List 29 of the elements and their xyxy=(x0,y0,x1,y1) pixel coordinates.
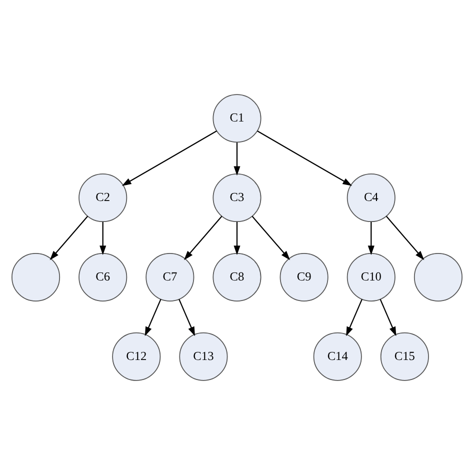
node-circle: C10 xyxy=(346,252,396,301)
node-circle: C7 xyxy=(146,252,194,301)
node-circle xyxy=(414,252,462,301)
arrow xyxy=(122,130,217,186)
node-circle xyxy=(12,252,60,301)
arrow xyxy=(50,215,88,260)
node-circle: C8 xyxy=(212,252,262,301)
node-circle: C14 xyxy=(313,332,362,380)
node-circle: C4 xyxy=(346,173,396,222)
arrow xyxy=(386,215,424,260)
arrow xyxy=(252,215,290,260)
arrow xyxy=(380,298,396,336)
arrow xyxy=(234,221,240,255)
arrow xyxy=(100,221,106,255)
node-circle: C2 xyxy=(78,173,128,222)
node-circle: C9 xyxy=(280,252,328,301)
node-circle: C6 xyxy=(78,252,128,301)
node-circle: C3 xyxy=(212,173,262,222)
arrow xyxy=(368,221,374,255)
arrow xyxy=(234,142,240,176)
node-circle: C1 xyxy=(212,94,262,142)
arrow xyxy=(346,298,363,336)
arrow xyxy=(178,298,195,336)
arrow xyxy=(257,130,352,186)
arrow xyxy=(184,215,222,260)
node-circle: C13 xyxy=(179,332,228,380)
node-circle: C15 xyxy=(380,332,429,380)
node-circle: C12 xyxy=(112,332,161,380)
arrow xyxy=(144,298,162,336)
